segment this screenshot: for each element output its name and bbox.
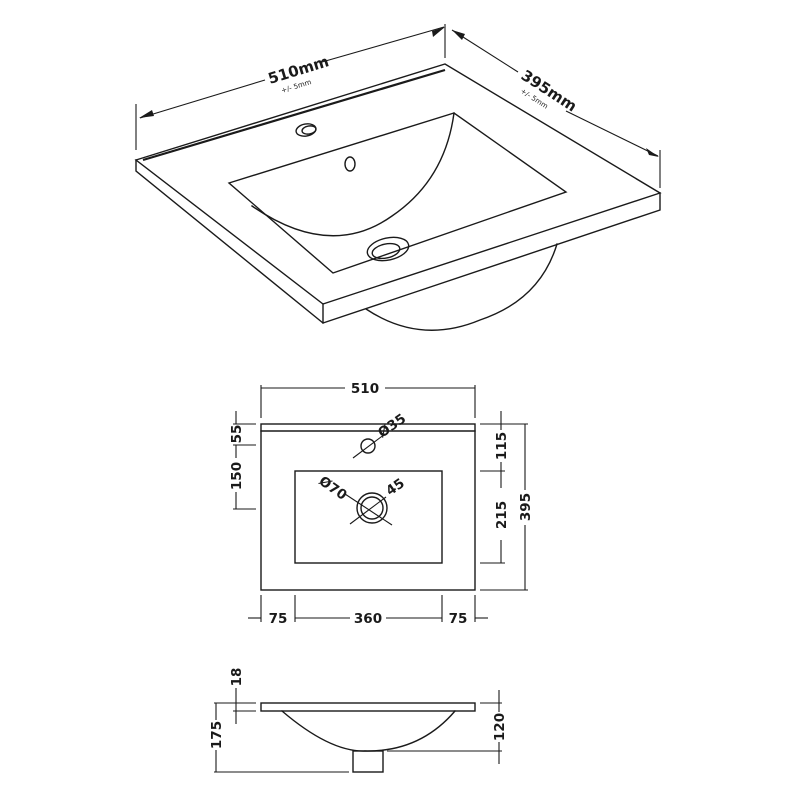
right-top-dim: 115 — [494, 432, 510, 460]
plan-waste-outer — [356, 492, 388, 524]
arrow-icon — [452, 30, 465, 40]
dim-line-width — [321, 26, 445, 63]
arrow-icon — [646, 148, 659, 157]
bottom-left-dim: 75 — [269, 611, 288, 627]
bowl-underside — [365, 243, 558, 331]
overall-depth-label: 395 — [518, 493, 534, 521]
left-mid-dim: 150 — [229, 462, 245, 490]
bowl-depth-label: 120 — [492, 713, 508, 741]
arrow-icon — [432, 27, 445, 37]
plan-outline — [260, 423, 476, 591]
waste-inner — [371, 242, 401, 260]
plan-basin — [294, 470, 443, 564]
basin-opening — [227, 112, 568, 274]
side-bowl — [281, 710, 456, 752]
tap-hole-inner — [301, 125, 317, 135]
left-top-dim: 55 — [229, 425, 245, 444]
overall-width-label: 510 — [351, 381, 379, 397]
bottom-right-dim: 75 — [449, 611, 468, 627]
dim-line-depth — [565, 110, 659, 157]
dim-line-width — [139, 79, 266, 119]
right-mid-dim: 215 — [494, 501, 510, 529]
waste-outlet — [366, 236, 410, 262]
plan-tap-hole — [360, 438, 376, 454]
overflow-hole — [344, 156, 356, 172]
leader-line — [352, 433, 386, 459]
arrow-icon — [139, 110, 154, 118]
side-slab — [260, 702, 476, 712]
bottom-mid-dim: 360 — [354, 611, 382, 627]
plan-waste-inner — [360, 496, 384, 520]
back-rim — [142, 68, 446, 162]
side-waste — [352, 750, 384, 773]
bowl-curve — [251, 112, 455, 237]
overall-height-label: 175 — [209, 721, 225, 749]
top-thickness-label: 18 — [229, 668, 245, 687]
leader-line — [349, 496, 387, 525]
